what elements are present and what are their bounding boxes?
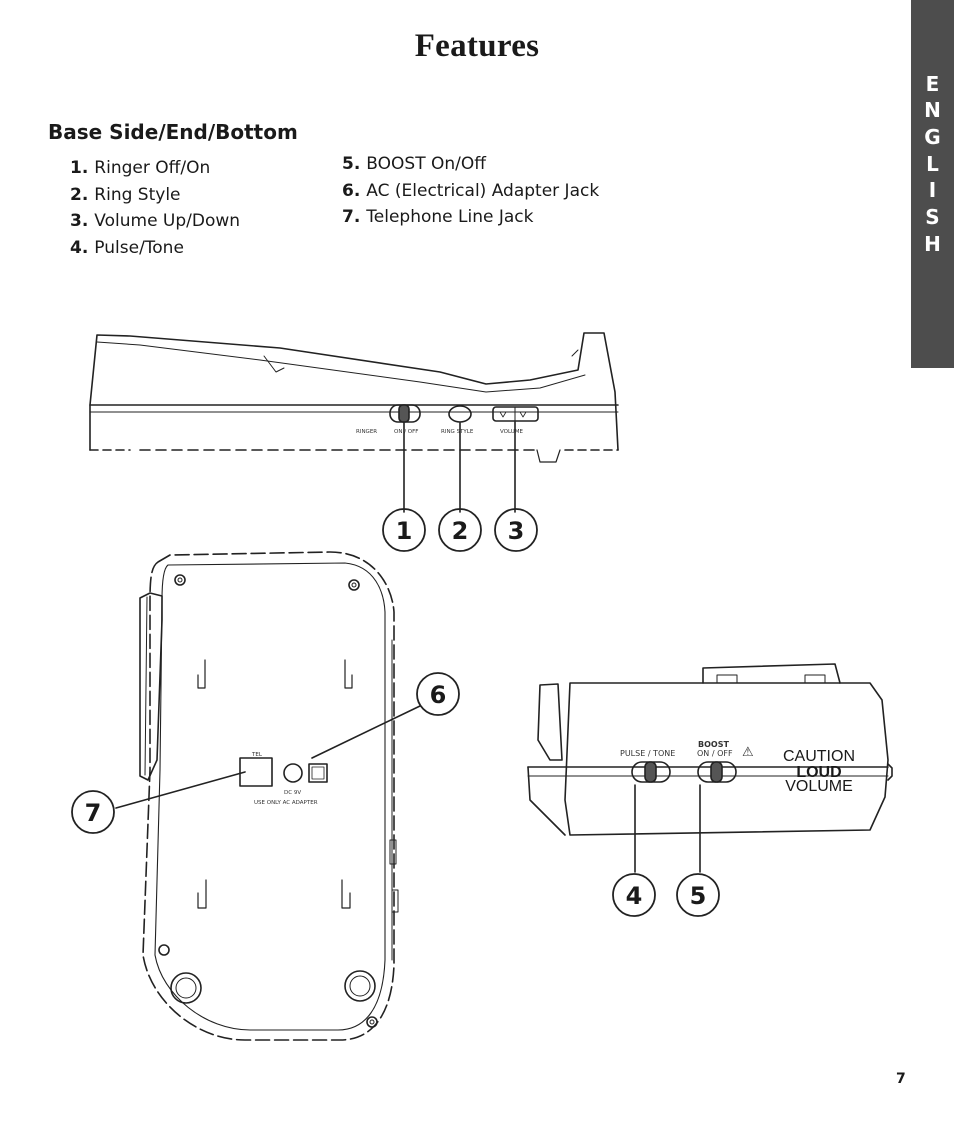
callout-circle <box>494 508 538 552</box>
base-side-view <box>89 332 619 513</box>
list-item: 2.Ring Style <box>70 182 240 209</box>
item-label: BOOST On/Off <box>366 154 486 174</box>
list-item: 1.Ringer Off/On <box>70 155 240 182</box>
item-number: 6. <box>342 180 361 201</box>
item-label: Ringer Off/On <box>94 158 211 178</box>
callout-4: 4 <box>626 882 643 910</box>
list-item: 4.Pulse/Tone <box>70 235 240 262</box>
loud-label: LOUD <box>796 764 841 781</box>
ringer-onoff-label: ON / OFF <box>394 429 418 435</box>
callout-7: 7 <box>85 799 102 827</box>
callout-circle <box>382 508 426 552</box>
callout-circle <box>438 508 482 552</box>
features-list-right: 5.BOOST On/Off 6.AC (Electrical) Adapter… <box>342 151 599 231</box>
page-title: Features <box>414 28 540 64</box>
tab-letter: S <box>925 205 940 229</box>
item-label: Telephone Line Jack <box>366 207 534 227</box>
tab-letter: N <box>924 98 941 122</box>
callout-circle <box>416 672 460 716</box>
callout-5: 5 <box>690 882 707 910</box>
callout-2: 2 <box>452 517 469 545</box>
list-item: 3.Volume Up/Down <box>70 208 240 235</box>
section-title: Base Side/End/Bottom <box>48 120 298 144</box>
item-number: 3. <box>70 211 89 231</box>
callout-circle <box>71 790 115 834</box>
tab-letter: G <box>924 125 941 149</box>
list-item: 5.BOOST On/Off <box>342 151 599 178</box>
list-item: 6.AC (Electrical) Adapter Jack <box>342 178 599 205</box>
item-number: 1. <box>70 158 89 178</box>
base-end-view <box>527 663 893 873</box>
tel-label: TEL <box>251 752 263 758</box>
pulse-tone-label: PULSE / TONE <box>620 749 675 758</box>
boost-label: BOOST <box>698 740 729 749</box>
tab-letter: H <box>924 232 941 256</box>
adapter-note: USE ONLY AC ADAPTER <box>254 800 318 806</box>
dc-label: DC 9V <box>284 790 301 796</box>
callout-circle <box>676 873 720 917</box>
item-number: 5. <box>342 154 361 174</box>
features-list-left: 1.Ringer Off/On 2.Ring Style 3.Volume Up… <box>70 155 240 261</box>
item-label: AC (Electrical) Adapter Jack <box>366 180 600 201</box>
warning-icon: ⚠ <box>742 745 754 760</box>
callout-1: 1 <box>396 517 413 545</box>
page-number: 7 <box>896 1071 906 1087</box>
item-number: 7. <box>342 207 361 227</box>
item-number: 2. <box>70 184 89 205</box>
base-bottom-view <box>115 551 421 1041</box>
ringer-label: RINGER <box>356 429 377 435</box>
item-label: Ring Style <box>94 184 181 205</box>
item-number: 4. <box>70 237 89 258</box>
caution-volume-label: VOLUME <box>785 778 853 795</box>
boost-onoff-label: ON / OFF <box>697 749 733 758</box>
callout-6: 6 <box>430 681 447 709</box>
volume-label: VOLUME <box>500 429 524 435</box>
callout-3: 3 <box>508 517 525 545</box>
item-label: Volume Up/Down <box>94 211 241 231</box>
tab-letter: E <box>925 72 940 96</box>
item-label: Pulse/Tone <box>94 237 184 258</box>
ring-style-label: RING STYLE <box>441 429 474 435</box>
list-item: 7.Telephone Line Jack <box>342 204 599 231</box>
tab-letter: I <box>928 178 937 202</box>
caution-label: CAUTION <box>783 748 855 765</box>
callout-circle <box>612 873 656 917</box>
tab-letter: L <box>926 152 939 176</box>
language-tab: E N G L I S H <box>911 0 954 368</box>
